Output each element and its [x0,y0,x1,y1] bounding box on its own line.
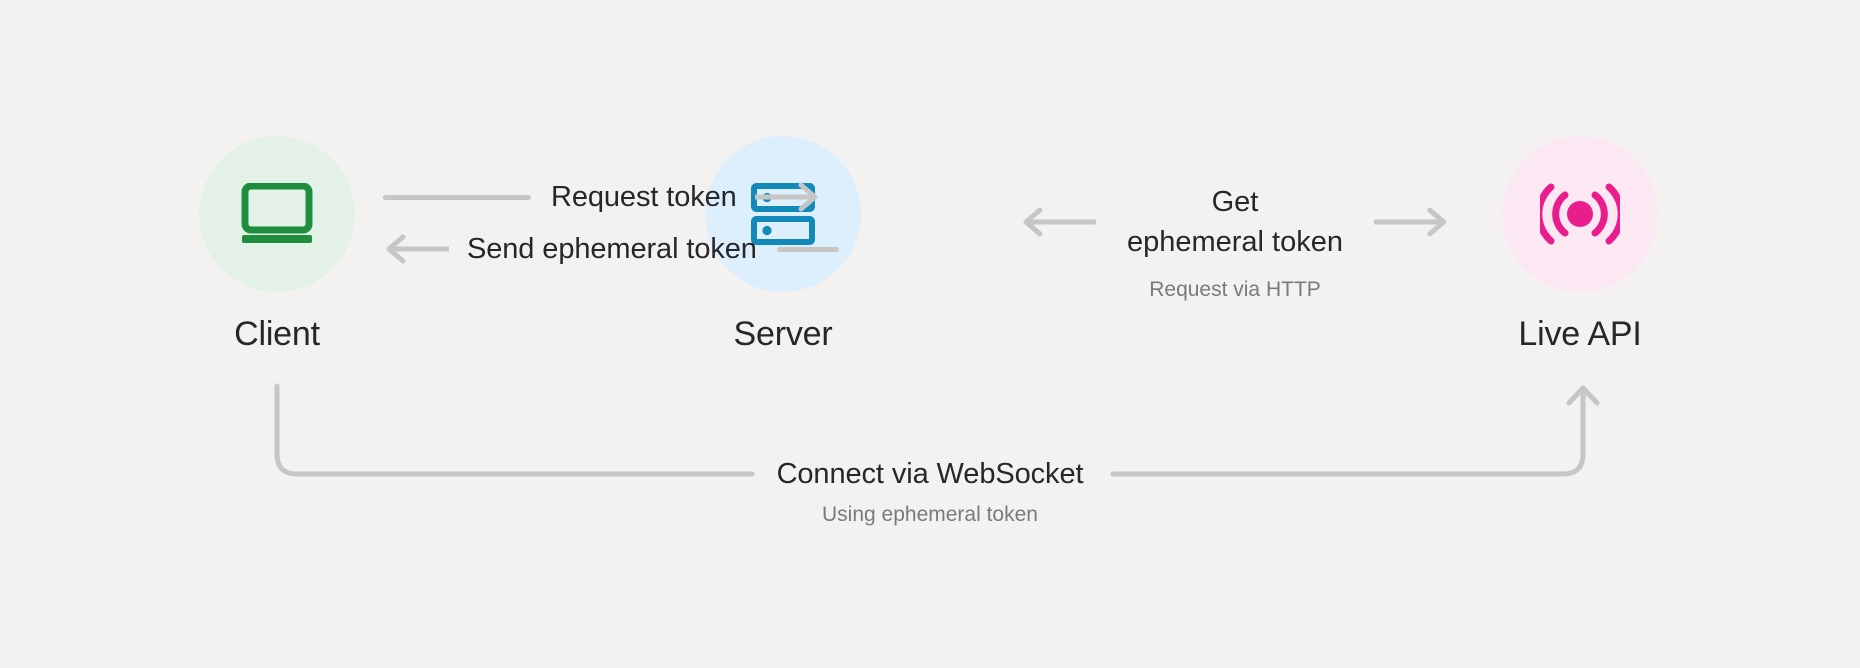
node-live-api: Live API [1450,136,1710,354]
node-client: Client [147,136,407,354]
edge-send-ephemeral-token-line [776,246,839,252]
edge-get-ephemeral-token: Get ephemeral token [1020,182,1450,262]
arrow-left-icon [386,234,449,264]
broadcast-signal-icon [1540,183,1620,245]
laptop-icon [241,183,313,243]
websocket-label: Connect via WebSocket [776,458,1084,490]
edge-get-ephemeral-token-label: Get ephemeral token [1096,182,1375,262]
node-client-label: Client [234,315,320,353]
node-live-api-circle [1502,136,1658,292]
arrow-right-icon [1374,207,1447,237]
edge-send-ephemeral-token: Send ephemeral token [383,232,839,266]
edge-request-token: Request token [383,180,821,214]
arrow-left-icon [1023,207,1096,237]
edge-request-token-label: Request token [551,181,737,213]
edge-send-ephemeral-token-label: Send ephemeral token [467,233,757,265]
node-client-circle [199,136,355,292]
websocket-sublabel: Using ephemeral token [822,503,1038,526]
node-live-api-label: Live API [1518,315,1642,353]
edge-get-ephemeral-token-sublabel: Request via HTTP [1149,278,1321,301]
edge-request-token-line [383,194,531,200]
edge-get-ephemeral-token-line2: ephemeral token [1126,226,1343,258]
arrow-up-icon [1566,385,1600,406]
edge-get-ephemeral-token-line1: Get [1211,186,1259,218]
node-server-label: Server [733,315,833,353]
node-server: Server [653,136,913,354]
node-server-circle [705,136,861,292]
arrow-right-icon [754,182,818,212]
